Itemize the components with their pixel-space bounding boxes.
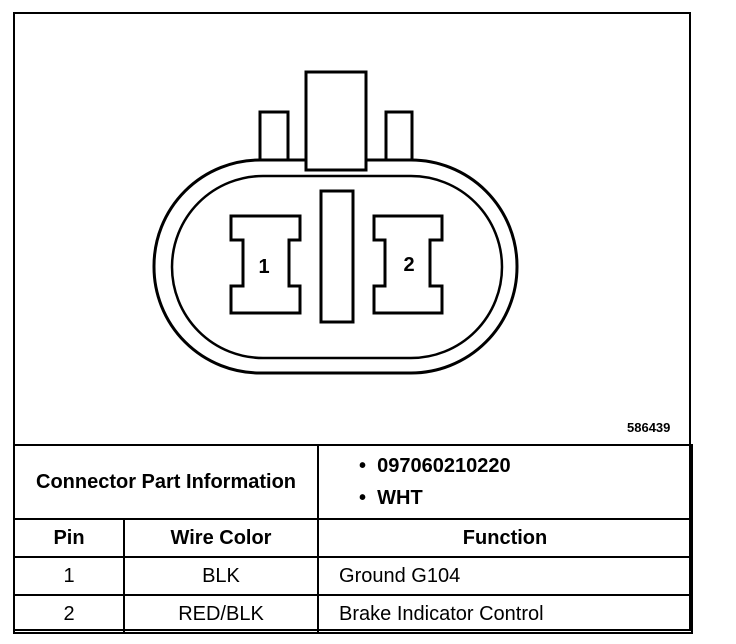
cell-function: Brake Indicator Control: [317, 594, 694, 634]
connector-info-table: Connector Part Information • 09706021022…: [12, 444, 694, 634]
pin-cavity-1: [229, 214, 302, 315]
part-info-values: • 097060210220 • WHT: [317, 444, 694, 520]
pin-cavity-2: [372, 214, 444, 315]
cell-wire-color: RED/BLK: [122, 594, 320, 634]
latch-tab-left: [258, 110, 290, 162]
diagram-id-number: 586439: [627, 420, 671, 435]
part-info-row: Connector Part Information • 09706021022…: [12, 444, 694, 520]
part-info-label: Connector Part Information: [12, 444, 320, 520]
header-pin: Pin: [13, 518, 125, 558]
connector-color: • WHT: [359, 487, 423, 509]
header-wire-color: Wire Color: [122, 518, 320, 558]
center-key: [319, 189, 355, 324]
header-function: Function: [317, 518, 694, 558]
table-row: 2 RED/BLK Brake Indicator Control: [13, 594, 694, 634]
cell-wire-color: BLK: [122, 556, 320, 596]
part-number: • 097060210220: [359, 455, 511, 477]
cell-function: Ground G104: [317, 556, 694, 596]
connector-drawing: 1 2: [152, 70, 519, 375]
pin-label-1: 1: [258, 256, 269, 278]
latch-tab-right: [384, 110, 414, 162]
cell-pin: 2: [13, 594, 125, 634]
cell-pin: 1: [13, 556, 125, 596]
table-row: 1 BLK Ground G104: [13, 556, 694, 596]
pin-label-2: 2: [403, 254, 414, 276]
table-header-row: Pin Wire Color Function: [13, 518, 694, 558]
latch-center: [304, 70, 368, 172]
